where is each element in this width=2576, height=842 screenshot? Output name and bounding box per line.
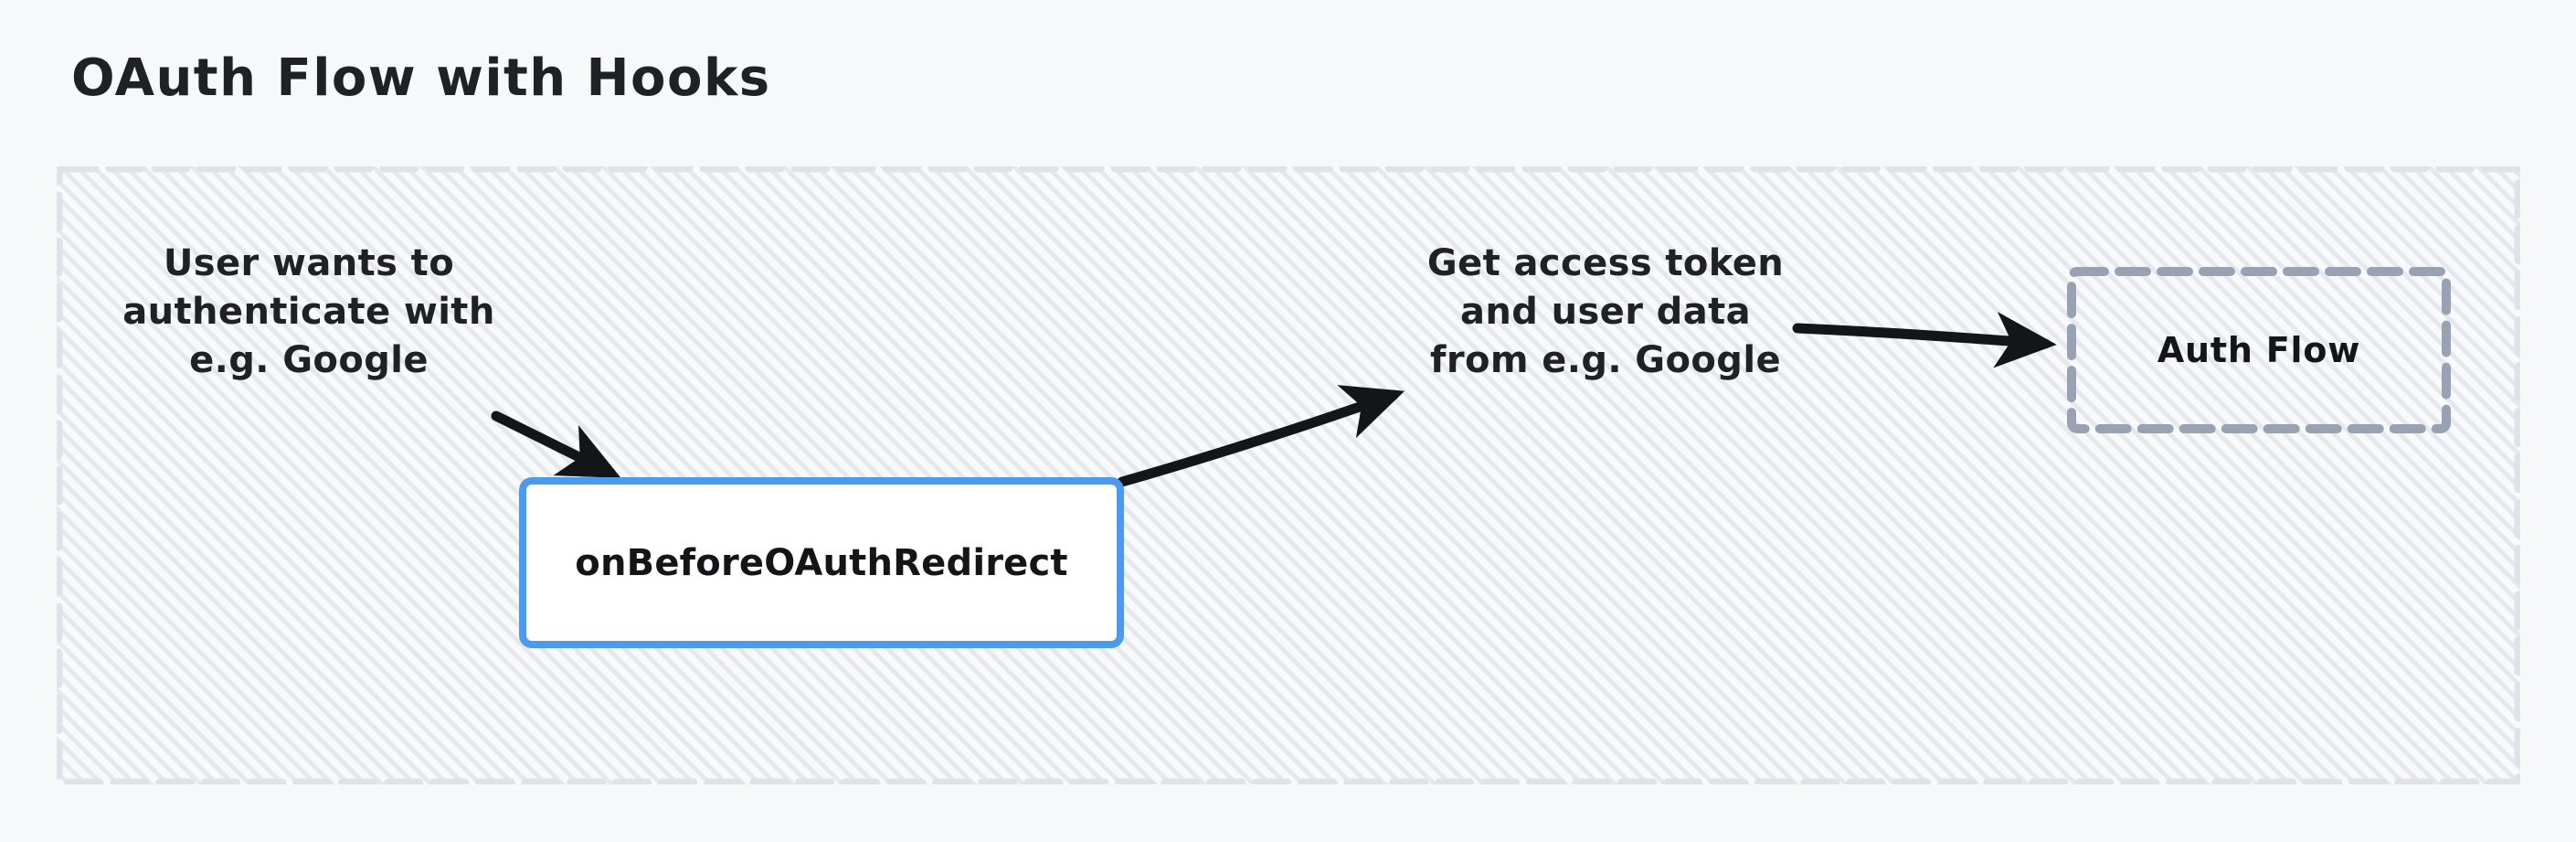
edge-label-get-access-token: Get access token and user data from e.g.…	[1426, 242, 1785, 382]
node-label: Auth Flow	[2157, 330, 2361, 370]
edge-label-user-wants-to-authenticate: User wants to authenticate with e.g. Goo…	[122, 242, 495, 382]
node-label: onBeforeOAuthRedirect	[575, 541, 1068, 584]
node-on-before-oauth-redirect[interactable]: onBeforeOAuthRedirect	[519, 477, 1124, 648]
page-title: OAuth Flow with Hooks	[71, 48, 771, 108]
node-auth-flow-group[interactable]: Auth Flow	[2067, 267, 2451, 433]
